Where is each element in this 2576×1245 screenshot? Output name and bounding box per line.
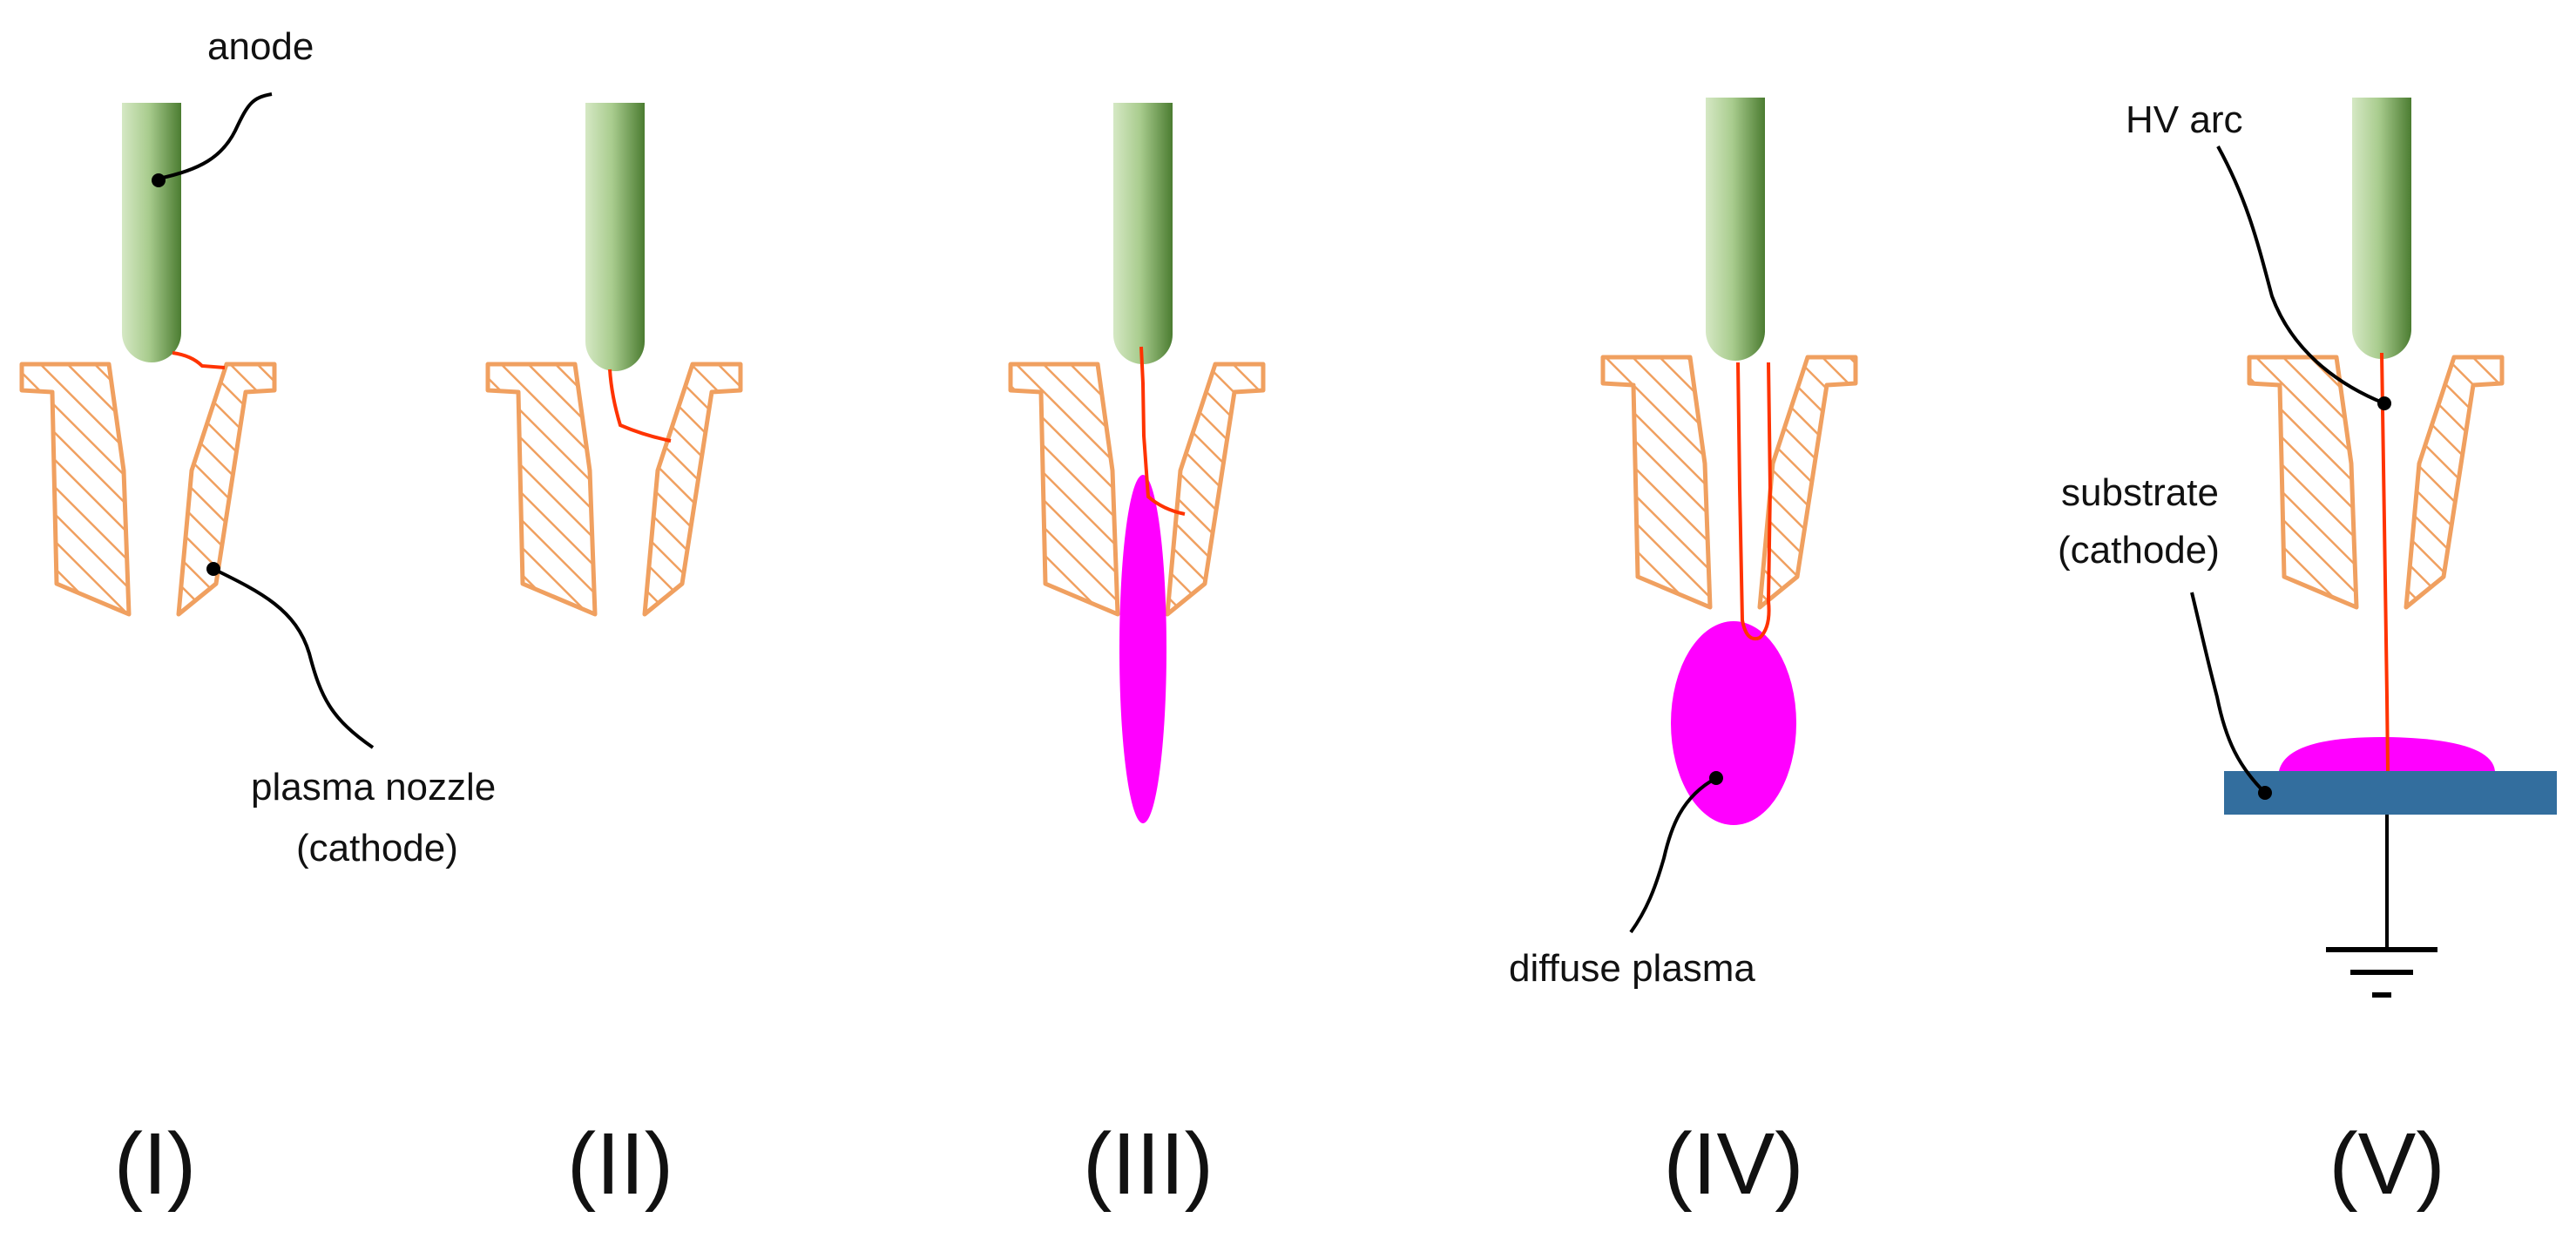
diffuse-plasma-label: diffuse plasma xyxy=(1509,947,1755,990)
substrate-label-line2: (cathode) xyxy=(2058,529,2220,572)
substrate-cathode xyxy=(2224,771,2557,815)
nozzle-right-half xyxy=(1165,362,1266,617)
anode-electrode xyxy=(585,103,645,371)
hv-arc-leader-line xyxy=(2216,145,2385,405)
arc-path xyxy=(1736,362,1773,640)
nozzle-left-half xyxy=(2247,355,2359,610)
arc-path xyxy=(608,369,672,443)
substrate-leader-dot xyxy=(2258,786,2272,800)
plasma-jet xyxy=(1119,475,1166,823)
nozzle-label-line2: (cathode) xyxy=(296,827,458,869)
panel-1: anode plasma nozzle (cathode) (I) xyxy=(19,25,496,1213)
nozzle-right-half xyxy=(2404,355,2505,610)
hv-arc-label: HV arc xyxy=(2126,98,2242,141)
panel-4: diffuse plasma (IV) xyxy=(1509,98,1858,1213)
nozzle-left-half xyxy=(19,362,132,617)
anode-electrode xyxy=(1113,103,1173,364)
nozzle-left-half xyxy=(485,362,598,617)
panel-label-5: (V) xyxy=(2329,1115,2444,1213)
anode-electrode xyxy=(122,103,181,362)
panel-label-2: (II) xyxy=(567,1115,673,1213)
nozzle-left-half xyxy=(1008,362,1120,617)
substrate-leader-line xyxy=(2190,592,2267,795)
panel-label-4: (IV) xyxy=(1663,1115,1803,1213)
substrate-label-line1: substrate xyxy=(2061,471,2219,514)
anode-label: anode xyxy=(207,25,314,68)
panel-5: HV arc substrate (cathode) (V) xyxy=(2058,98,2557,1213)
nozzle-right-half xyxy=(176,362,277,617)
arc-path xyxy=(172,351,226,369)
plasma-leader-line xyxy=(1629,776,1717,934)
panel-label-3: (III) xyxy=(1083,1115,1214,1213)
nozzle-right-half xyxy=(1757,355,1858,610)
nozzle-left-half xyxy=(1600,355,1713,610)
nozzle-right-half xyxy=(642,362,743,617)
arc-path xyxy=(2380,352,2390,772)
panel-label-1: (I) xyxy=(114,1115,196,1213)
panel-2: (II) xyxy=(485,103,743,1213)
ground-icon xyxy=(2326,947,2437,998)
nozzle-leader-dot xyxy=(206,562,220,576)
anode-leader-line xyxy=(158,92,273,180)
anode-electrode xyxy=(1706,98,1765,361)
nozzle-leader-line xyxy=(213,567,375,749)
anode-electrode xyxy=(2352,98,2411,359)
diffuse-plasma xyxy=(1671,621,1796,825)
anode-leader-dot xyxy=(152,173,166,187)
plasma-leader-dot xyxy=(1709,771,1723,785)
arc-path xyxy=(1139,346,1186,516)
hv-arc-leader-dot xyxy=(2377,396,2391,410)
nozzle-label-line1: plasma nozzle xyxy=(251,766,496,809)
panel-3: (III) xyxy=(1008,103,1266,1213)
